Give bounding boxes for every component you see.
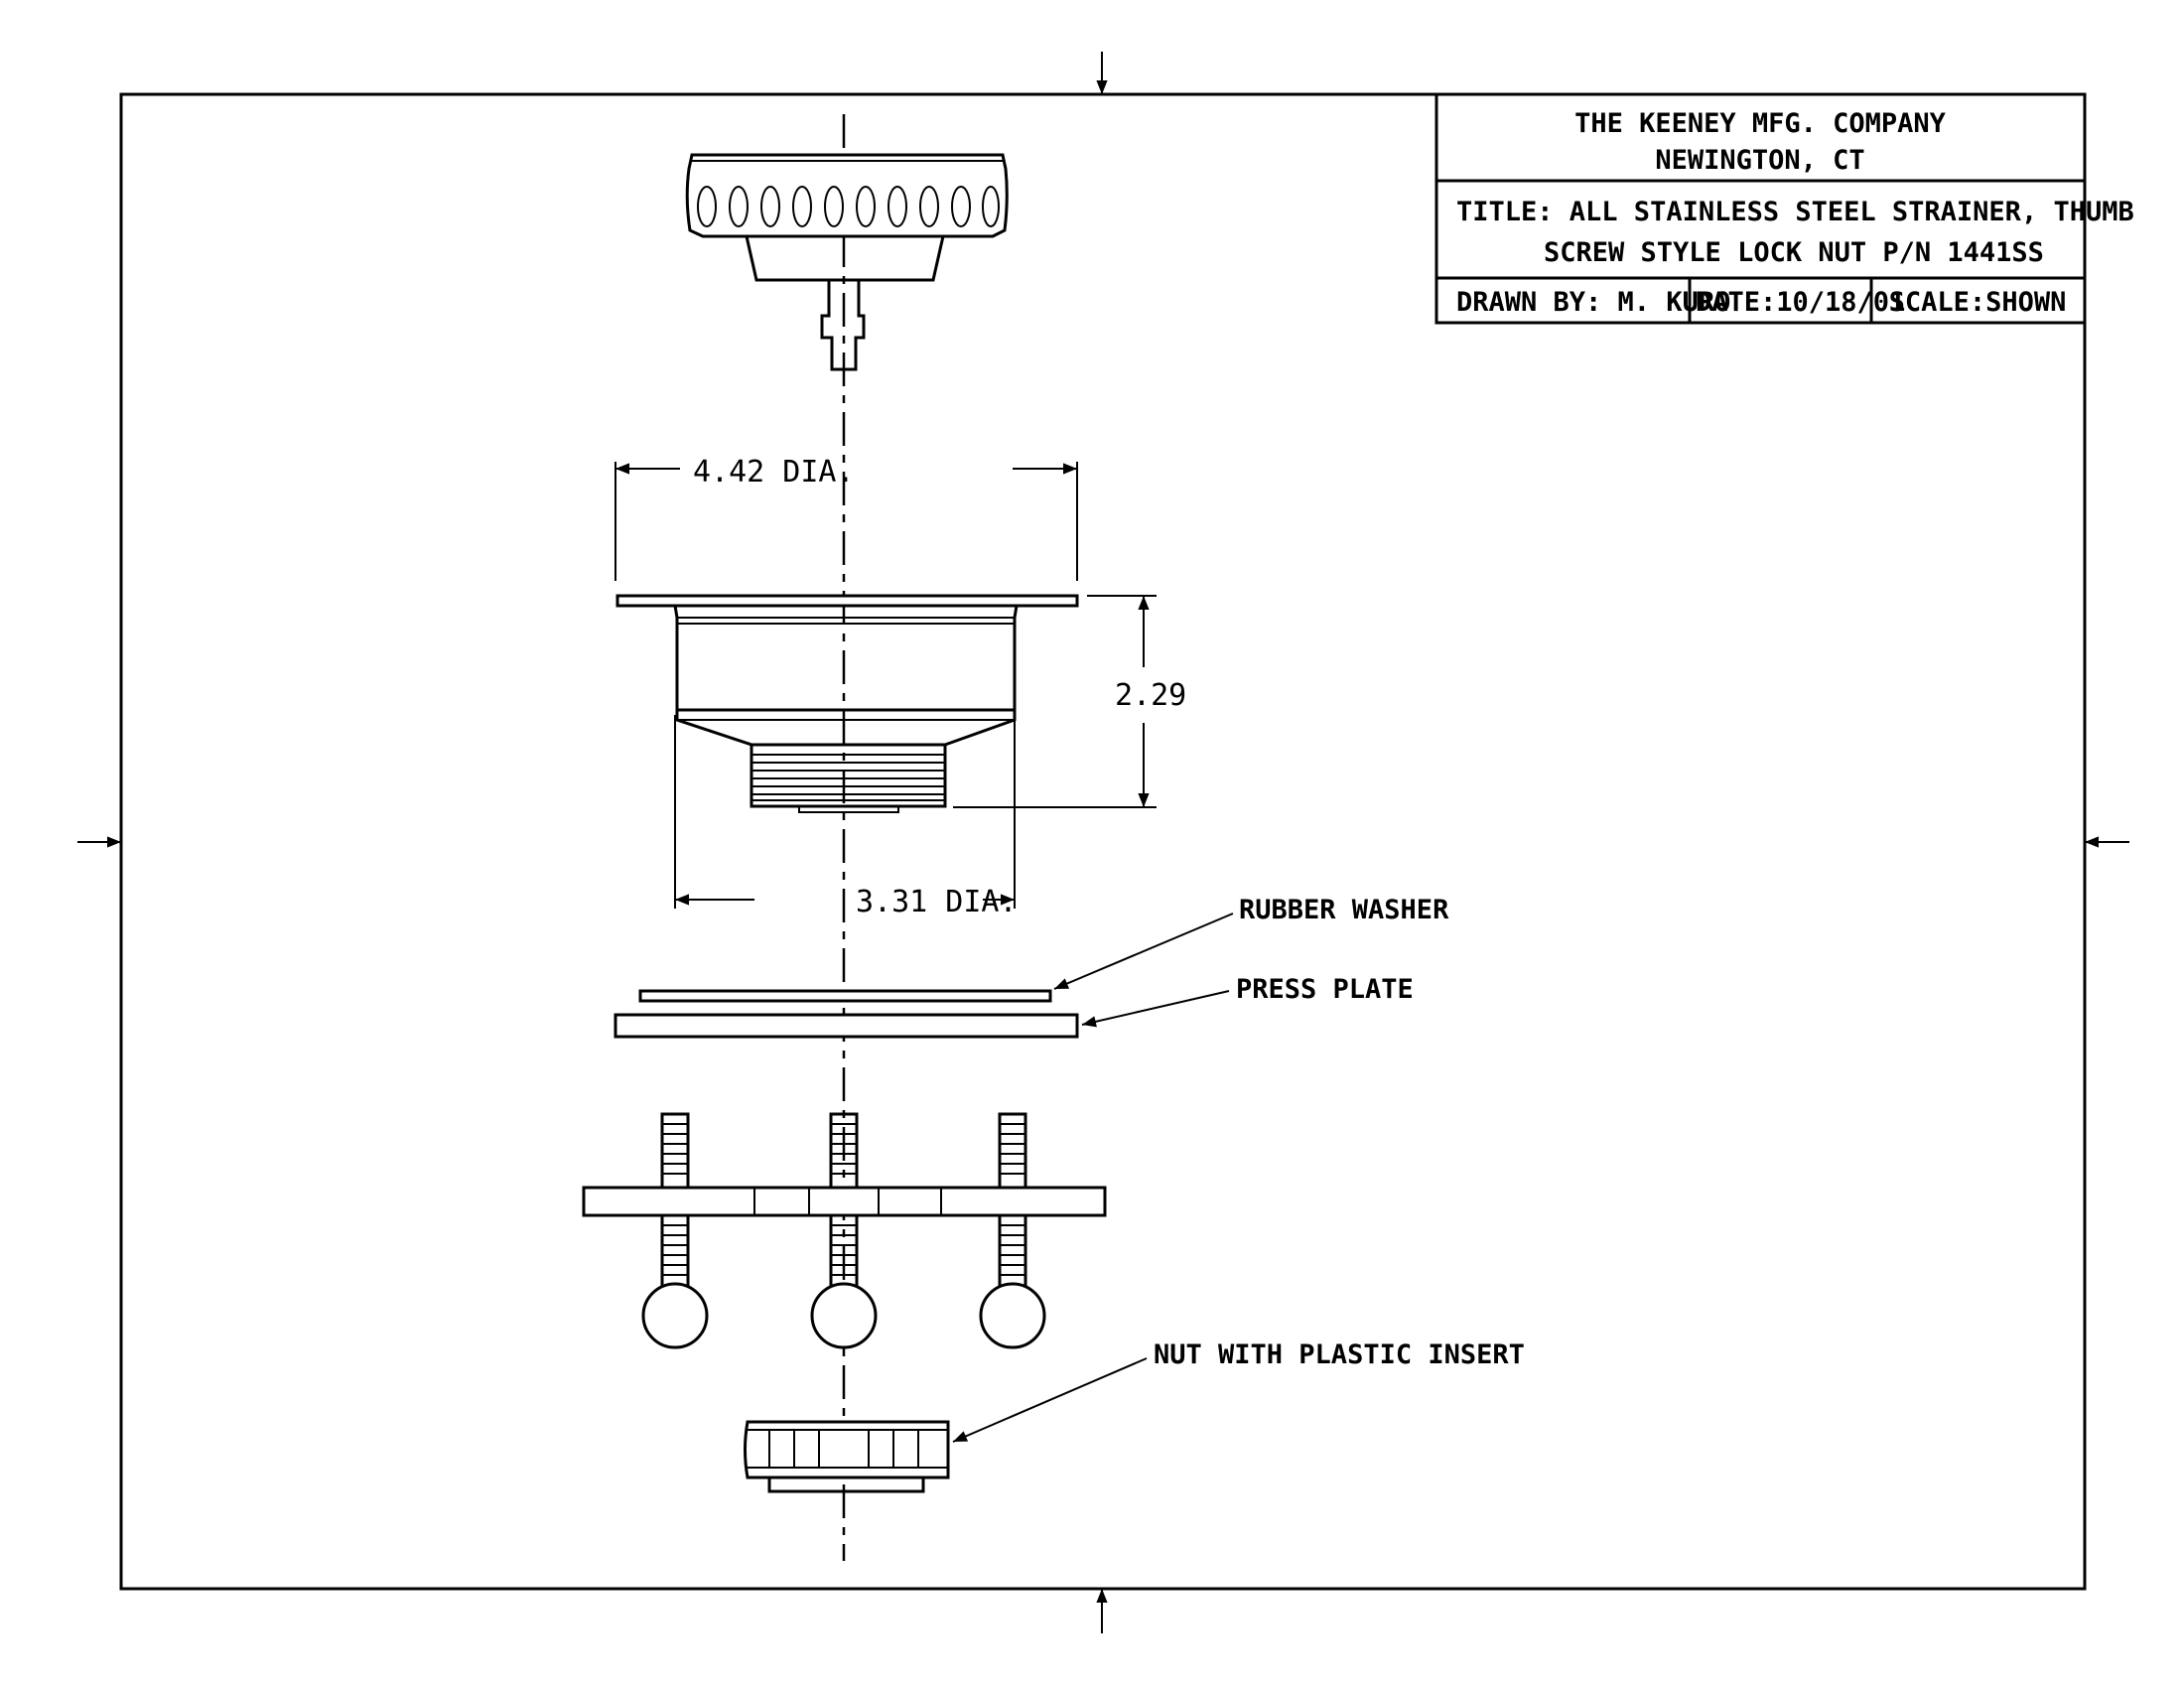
drawing-border (119, 92, 2087, 1591)
press-plate (614, 1013, 1079, 1039)
body-height-label: 2.29 (1115, 678, 1186, 713)
drawing-title-line-1: TITLE: ALL STAINLESS STEEL STRAINER, THU… (1456, 197, 2134, 227)
centering-marks (77, 52, 2129, 1633)
cross-bar (582, 1186, 1107, 1217)
thumb-screw-left (641, 1112, 709, 1349)
callout-rubber-washer: RUBBER WASHER (1053, 895, 1449, 990)
drawing-scale: SCALE:SHOWN (1889, 287, 2067, 318)
company-location: NEWINGTON, CT (1655, 145, 1864, 176)
dimension-body-height: 2.29 (953, 595, 1186, 808)
basket-holes (697, 186, 1000, 227)
flange-diameter-label: 4.42 DIA. (693, 455, 855, 490)
dimension-body-diameter: 3.31 DIA. (674, 715, 1018, 919)
dimension-flange-diameter: 4.42 DIA. (614, 455, 1078, 581)
thumb-screw-center (810, 1112, 878, 1349)
body-diameter-label: 3.31 DIA. (856, 885, 1018, 919)
title-block: THE KEENEY MFG. COMPANY NEWINGTON, CT TI… (1434, 92, 2134, 325)
press-plate-label: PRESS PLATE (1236, 974, 1414, 1005)
rubber-washer-label: RUBBER WASHER (1239, 895, 1449, 925)
strainer-body (615, 594, 1079, 813)
callout-nut: NUT WITH PLASTIC INSERT (952, 1339, 1525, 1443)
rubber-washer (638, 989, 1052, 1003)
outlet-threads (751, 754, 945, 801)
thumb-screw-right (979, 1112, 1046, 1349)
lock-nut (744, 1420, 950, 1493)
strainer-basket (685, 153, 1009, 371)
thumb-screw-assembly (582, 1112, 1107, 1349)
drawing-title-line-2: SCREW STYLE LOCK NUT P/N 1441SS (1544, 237, 2044, 268)
drawn-by: DRAWN BY: M. KURO (1456, 287, 1730, 318)
nut-label: NUT WITH PLASTIC INSERT (1154, 1339, 1525, 1370)
drawing-date: DATE:10/18/01 (1696, 287, 1905, 318)
company-name: THE KEENEY MFG. COMPANY (1574, 108, 1947, 139)
callout-press-plate: PRESS PLATE (1081, 974, 1414, 1028)
